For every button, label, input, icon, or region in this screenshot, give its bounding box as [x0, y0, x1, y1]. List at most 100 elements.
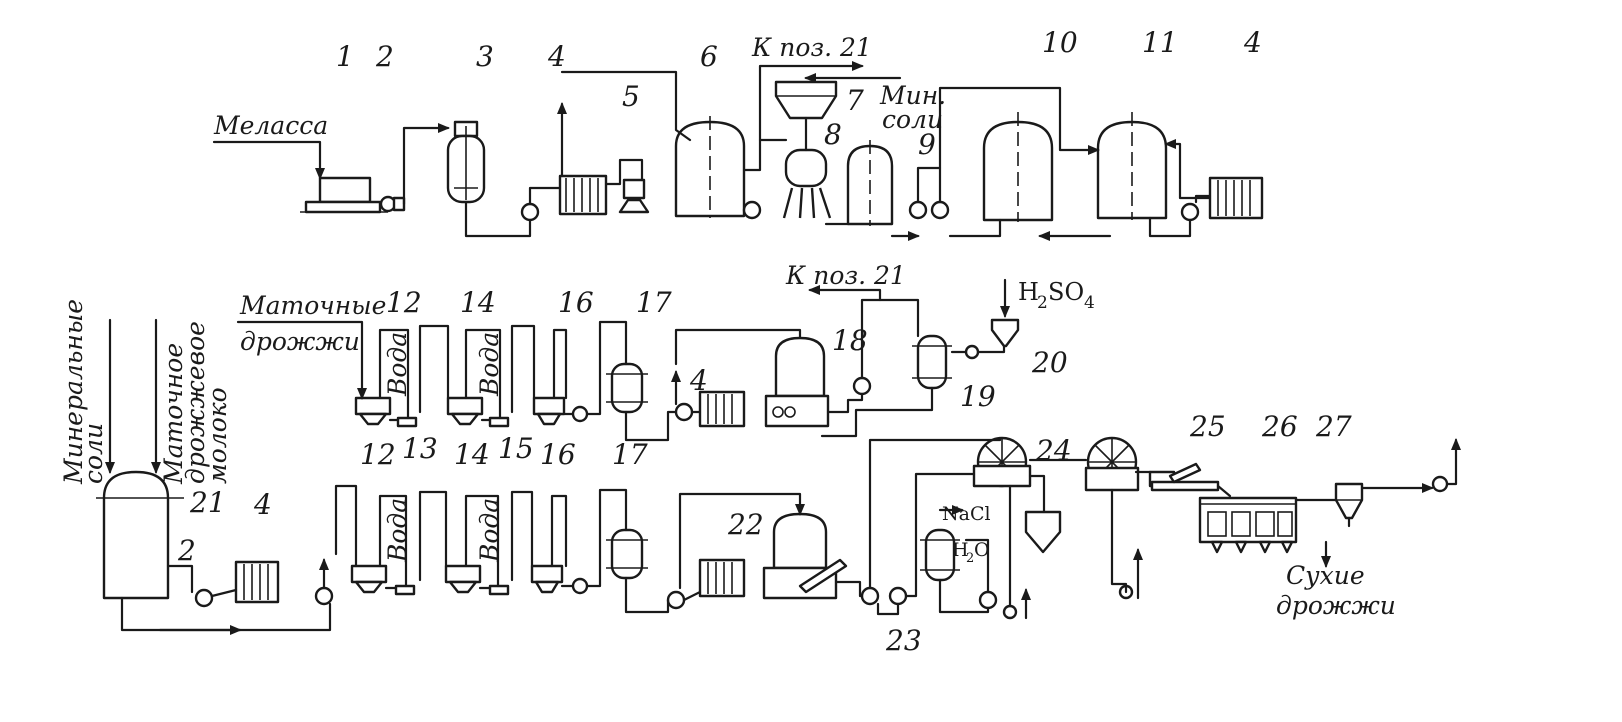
pump-icon	[888, 586, 908, 606]
equipment-24-drum-filter-2	[1084, 436, 1140, 492]
equipment-15-tank-row3	[488, 584, 510, 596]
row3-pipes	[105, 318, 1461, 635]
number-4b: 4	[1243, 26, 1262, 59]
equipment-9-tank	[846, 140, 894, 226]
pump-icon	[571, 577, 589, 595]
number-21: 21	[189, 486, 226, 519]
valve-icon	[964, 344, 980, 360]
label-sukhie: Сухие	[1286, 561, 1365, 590]
equipment-26-dryer	[1198, 496, 1298, 554]
number-24: 24	[1035, 434, 1072, 467]
label-nacl: NaCl	[942, 503, 991, 525]
pump-icon	[930, 200, 950, 220]
h2o-h: H	[952, 539, 969, 561]
pump-icon	[860, 586, 880, 606]
equipment-17-washer-row3	[606, 528, 648, 580]
equipment-11-fermenter	[1096, 112, 1168, 220]
number-27: 27	[1315, 410, 1352, 443]
label-matochnoe: Маточное	[159, 343, 188, 485]
h2so4-so: SO	[1048, 278, 1084, 306]
equipment-16-separator-row3	[530, 564, 564, 594]
label-voda-1: Вода	[383, 332, 412, 397]
number-18: 18	[832, 324, 868, 357]
equipment-2-pump	[379, 195, 406, 213]
label-moloko: молоко	[203, 387, 232, 484]
equipment-4-heat-exchanger-row2	[698, 390, 746, 428]
number-6: 6	[700, 40, 718, 73]
number-22: 22	[727, 508, 764, 541]
h2so4-sub2: 2	[1037, 293, 1048, 313]
equipment-20-dosing-tank	[990, 318, 1020, 348]
row1-pipes	[212, 61, 1212, 241]
number-17: 17	[636, 286, 672, 319]
label-voda-3: Вода	[383, 498, 412, 563]
equipment-2-pump-row3	[194, 588, 214, 608]
number-12b: 12	[360, 438, 396, 471]
h2so4-sub4: 4	[1084, 293, 1095, 313]
label-k-poz-21-top: К поз. 21	[751, 33, 872, 62]
number-16b: 16	[540, 438, 576, 471]
equipment-18-reactor	[764, 336, 830, 428]
h2o-o: O	[974, 539, 990, 561]
label-mineralnye: Минеральные	[59, 299, 88, 485]
label-melassa: Меласса	[213, 111, 328, 140]
number-16: 16	[558, 286, 594, 319]
pump-icon	[520, 202, 540, 222]
equipment-collector-cone	[1024, 510, 1062, 554]
number-4d: 4	[253, 488, 272, 521]
equipment-15-tank	[488, 416, 510, 428]
equipment-23-dissolver	[920, 528, 960, 582]
label-mineralnye-soli: соли	[79, 423, 108, 484]
label-drozhzhevoe: дрожжевое	[181, 321, 210, 484]
equipment-5-separator	[618, 178, 650, 214]
h2o-sub: 2	[966, 551, 974, 566]
number-20: 20	[1031, 346, 1068, 379]
row2-pipes	[236, 278, 1010, 442]
equipment-numbers: 1 2 3 4 5 6 7 8 9 10 11 4 12 14 16 17 4 …	[177, 26, 1352, 657]
pump-icon	[314, 586, 334, 606]
equipment-14-separator	[446, 396, 484, 426]
equipment-1-mixer	[300, 176, 388, 214]
equipment-8-dissolver	[782, 148, 832, 219]
pump-icon	[978, 590, 998, 610]
h2so4-h: H	[1018, 278, 1039, 306]
number-4: 4	[547, 40, 566, 73]
number-12: 12	[386, 286, 422, 319]
label-drozhzhi: дрожжи	[240, 327, 360, 356]
equipment-12-separator-row3	[350, 564, 388, 594]
label-h2o: H 2 O	[952, 539, 990, 566]
labels: Меласса К поз. 21 Мин. соли Маточные дро…	[59, 33, 1396, 620]
pump-icon	[666, 590, 686, 610]
equipment-27-cyclone	[1334, 482, 1364, 520]
number-25: 25	[1189, 410, 1226, 443]
pump-icon	[571, 405, 589, 423]
equipment-21-tank	[96, 470, 184, 600]
number-26: 26	[1261, 410, 1298, 443]
equipment-25-screw-conveyor	[1148, 462, 1220, 492]
equipment-24-drum-filter-1	[972, 436, 1032, 488]
pump-icon	[908, 200, 928, 220]
number-2b: 2	[177, 534, 196, 567]
number-2: 2	[375, 40, 394, 73]
number-15: 15	[498, 432, 534, 465]
label-drozhzhi-dry: дрожжи	[1276, 591, 1396, 620]
number-5: 5	[622, 80, 640, 113]
label-soli: соли	[882, 105, 943, 134]
number-1: 1	[336, 40, 354, 73]
equipment-3-reactor	[446, 120, 486, 204]
pump-icon	[1180, 202, 1200, 222]
label-matochnye: Маточные	[239, 291, 386, 320]
number-23: 23	[885, 624, 922, 657]
equipment-16-separator	[532, 396, 566, 426]
number-14b: 14	[454, 438, 490, 471]
equipment-14-separator-row3	[444, 564, 482, 594]
number-7: 7	[846, 84, 864, 117]
label-voda-4: Вода	[475, 498, 504, 563]
equipment-19-reactor	[912, 334, 952, 390]
label-k-poz-21-mid: К поз. 21	[785, 261, 906, 290]
equipment-22-plasmolyzer	[762, 512, 848, 600]
equipment-17-washer	[606, 362, 648, 414]
label-min: Мин.	[879, 81, 946, 110]
